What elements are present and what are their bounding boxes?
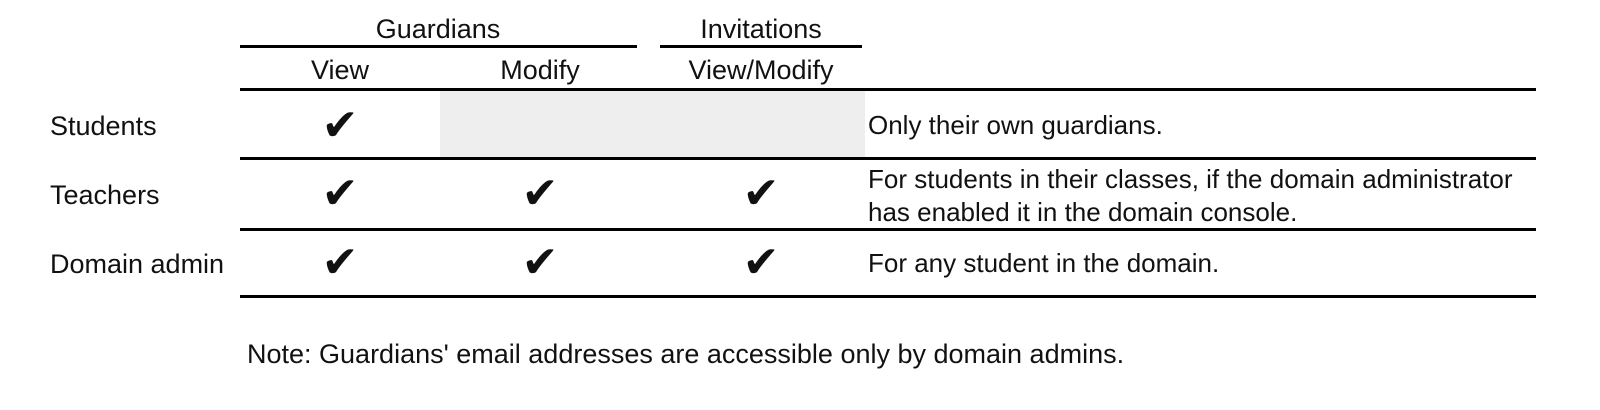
column-group-label: Invitations (700, 14, 822, 44)
column-header-guardians-modify: Modify (500, 55, 580, 85)
check-icon: ✔ (321, 100, 359, 151)
footnote: Note: Guardians' email addresses are acc… (247, 339, 1125, 369)
row-header-label: Students (50, 111, 157, 141)
column-group-label: Guardians (375, 14, 501, 44)
row-note: For any student in the domain. (868, 248, 1220, 278)
check-icon: ✔ (321, 168, 359, 219)
table-rule (240, 157, 1536, 160)
table-rule (240, 295, 1536, 298)
row-note: Only their own guardians. (868, 110, 1163, 140)
check-icon: ✔ (742, 237, 780, 288)
column-group-rule (240, 45, 637, 48)
table-rule (240, 228, 1536, 231)
not-applicable-shaded-region (440, 91, 865, 157)
check-icon: ✔ (742, 168, 780, 219)
row-header-label: Teachers (50, 180, 160, 210)
column-header-invitations-view-modify: View/Modify (688, 55, 834, 85)
check-icon: ✔ (521, 237, 559, 288)
row-note: For students in their classes, if the do… (868, 164, 1513, 227)
row-header-label: Domain admin (50, 249, 225, 279)
column-header-guardians-view: View (310, 55, 370, 85)
table-rule (240, 88, 1536, 91)
check-icon: ✔ (321, 237, 359, 288)
column-group-rule (660, 45, 862, 48)
check-icon: ✔ (521, 168, 559, 219)
